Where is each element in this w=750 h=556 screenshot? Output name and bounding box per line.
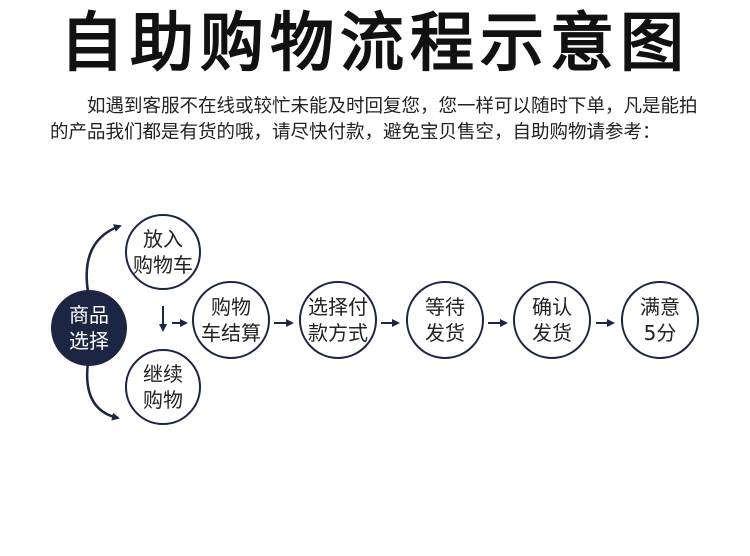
node-label-line2: 发货 <box>425 321 465 345</box>
page-title: 自助购物流程示意图 <box>60 7 690 81</box>
node-wait-shipping: 等待 发货 <box>406 281 484 359</box>
description-text: 如遇到客服不在线或较忙未能及时回复您，您一样可以随时下单，凡是能拍的产品我们都是… <box>50 96 698 143</box>
node-label-line2: 选择 <box>69 329 109 353</box>
node-label-line1: 购物 <box>211 295 251 319</box>
node-label-line1: 商品 <box>69 303 109 327</box>
node-label-line1: 继续 <box>143 362 183 386</box>
node-label-line2: 5分 <box>644 321 677 345</box>
node-label-line2: 款方式 <box>308 321 368 345</box>
node-label-line1: 选择付 <box>308 295 368 319</box>
node-label-line2: 购物车 <box>133 253 193 277</box>
node-label-line1: 放入 <box>143 227 183 251</box>
node-add-to-cart: 放入 购物车 <box>125 214 201 290</box>
node-confirm-delivery: 确认 发货 <box>513 281 591 359</box>
node-cart-checkout: 购物 车结算 <box>192 281 270 359</box>
curve-arrow-down <box>85 361 120 421</box>
node-label-line2: 车结算 <box>201 321 261 345</box>
node-label-line1: 满意 <box>640 295 680 319</box>
node-select-product: 商品 选择 <box>51 290 127 366</box>
node-label-line1: 等待 <box>425 295 465 319</box>
node-five-star: 满意 5分 <box>621 281 699 359</box>
node-label-line2: 发货 <box>532 321 572 345</box>
node-continue-shopping: 继续 购物 <box>125 349 201 425</box>
node-label-line2: 购物 <box>143 388 183 412</box>
node-label-line1: 确认 <box>532 295 572 319</box>
node-payment-method: 选择付 款方式 <box>299 281 377 359</box>
curve-arrow-up <box>85 224 122 293</box>
